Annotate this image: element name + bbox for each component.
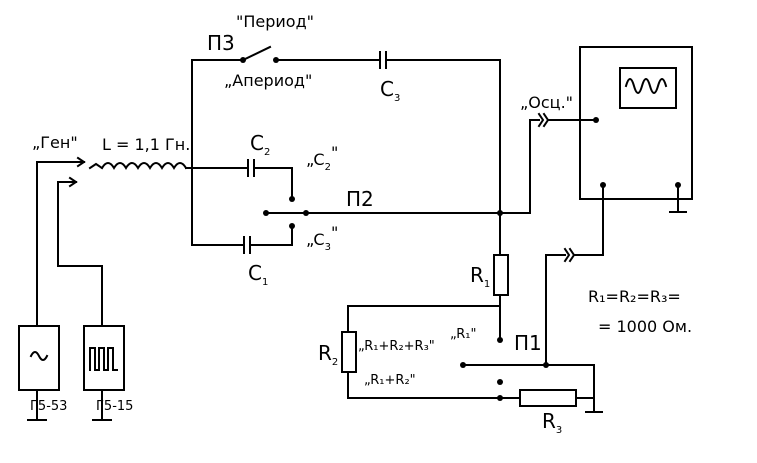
waveform-icon [624, 78, 668, 94]
aperiod-label: „Апериод" [224, 71, 312, 90]
c3-label: C3 [380, 77, 400, 104]
capacitor-c1 [191, 223, 295, 254]
resistor-r2 [341, 331, 521, 401]
r1-label: R1 [470, 263, 490, 290]
capacitor-c3 [379, 51, 501, 256]
switch-p1-label: П1 [514, 331, 542, 355]
c2-switch-label: „C2" [306, 143, 338, 173]
sine-generator [18, 156, 86, 421]
switch-p3 [191, 45, 381, 63]
inductor-label: L = 1,1 Гн. [102, 135, 190, 154]
sine-wave-icon [29, 351, 49, 361]
period-label: "Период" [236, 12, 314, 31]
resistor-r3 [519, 364, 603, 413]
pulse-generator [57, 176, 125, 421]
resistor-r1 [347, 212, 509, 343]
capacitor-c2 [191, 159, 295, 202]
oscilloscope [529, 46, 693, 366]
resistance-value-label: = 1000 Ом. [598, 317, 692, 336]
resistance-equation-label: R₁=R₂=R₃= [588, 287, 681, 306]
switch-pos-r123-label: „R₁+R₂+R₃" [358, 339, 435, 354]
r3-label: R3 [542, 409, 562, 436]
switch-pos-r12-label: „R₁+R₂" [364, 373, 416, 388]
inductor-coil [88, 162, 193, 170]
switch-p1 [460, 362, 595, 385]
c1-label: C1 [248, 261, 268, 288]
osc-label: „Осц." [520, 93, 573, 112]
g553-label: Г5-53 [30, 399, 67, 414]
c3-switch-label: „C3" [306, 223, 338, 253]
switch-p3-label: П3 [207, 31, 235, 55]
r2-label: R2 [318, 341, 338, 368]
switch-pos-r1-label: „R₁" [450, 327, 477, 342]
switch-p2-label: П2 [346, 187, 374, 211]
c2-label: C2 [250, 131, 270, 158]
gen-label: „Ген" [32, 133, 78, 152]
switch-p2 [263, 210, 531, 216]
g515-label: Г5-15 [96, 399, 133, 414]
pulse-train-icon [89, 347, 118, 371]
